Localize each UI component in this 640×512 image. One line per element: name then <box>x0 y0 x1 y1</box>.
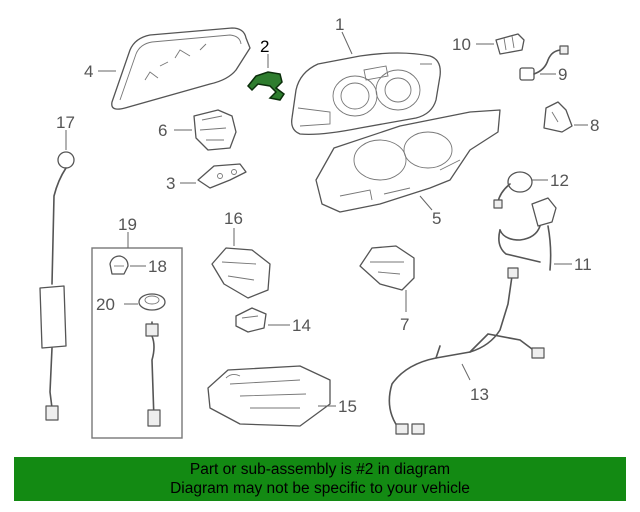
group-19-box <box>91 232 183 439</box>
notice-banner: Part or sub-assembly is #2 in diagram Di… <box>14 457 626 501</box>
callout-20[interactable]: 20 <box>96 295 115 314</box>
callout-13[interactable]: 13 <box>470 385 489 404</box>
leader-5 <box>419 195 433 211</box>
part-13-wiring-harness[interactable] <box>388 267 545 435</box>
callout-16[interactable]: 16 <box>224 209 243 228</box>
leader-1 <box>341 31 353 55</box>
part-20-bulb-socket[interactable] <box>138 293 166 427</box>
callout-15[interactable]: 15 <box>338 397 357 416</box>
callout-10[interactable]: 10 <box>452 35 471 54</box>
callout-8[interactable]: 8 <box>590 116 599 135</box>
callout-9[interactable]: 9 <box>558 65 567 84</box>
callout-12[interactable]: 12 <box>550 171 569 190</box>
callout-14[interactable]: 14 <box>292 316 311 335</box>
callout-1[interactable]: 1 <box>335 15 344 34</box>
part-14-small-module[interactable] <box>235 307 267 333</box>
banner-line-1: Part or sub-assembly is #2 in diagram <box>189 461 451 478</box>
part-3-bracket-strip[interactable] <box>197 163 247 189</box>
callout-5[interactable]: 5 <box>432 209 441 228</box>
callout-17[interactable]: 17 <box>56 113 75 132</box>
callout-3[interactable]: 3 <box>166 174 175 193</box>
part-12-actuator[interactable] <box>493 171 533 209</box>
part-16-module[interactable] <box>211 247 271 299</box>
part-15-control-unit[interactable] <box>207 365 331 427</box>
callout-6[interactable]: 6 <box>158 121 167 140</box>
part-6-module[interactable] <box>193 109 237 151</box>
part-5-housing[interactable] <box>315 109 501 213</box>
parts-diagram: 4 2 1 10 9 8 6 <box>39 15 599 439</box>
part-18-clip[interactable] <box>109 255 129 275</box>
part-9-socket[interactable] <box>519 45 569 81</box>
part-17-long-module[interactable] <box>39 151 75 421</box>
callout-4[interactable]: 4 <box>84 62 93 81</box>
part-4-lens-cover[interactable] <box>111 27 251 110</box>
part-11-harness[interactable] <box>498 197 557 271</box>
part-7-control-module[interactable] <box>359 245 415 291</box>
banner-line-2: Diagram may not be specific to your vehi… <box>170 480 470 497</box>
part-1-headlamp-assembly[interactable] <box>291 52 441 136</box>
callout-7[interactable]: 7 <box>400 315 409 334</box>
callout-2[interactable]: 2 <box>260 37 269 56</box>
callout-19[interactable]: 19 <box>118 215 137 234</box>
part-8-bracket[interactable] <box>543 101 573 133</box>
part-10-cap[interactable] <box>495 33 525 55</box>
leader-13 <box>461 363 471 381</box>
part-2-bracket-highlighted[interactable] <box>246 71 286 101</box>
callout-11[interactable]: 11 <box>574 255 592 274</box>
callout-18[interactable]: 18 <box>148 257 167 276</box>
